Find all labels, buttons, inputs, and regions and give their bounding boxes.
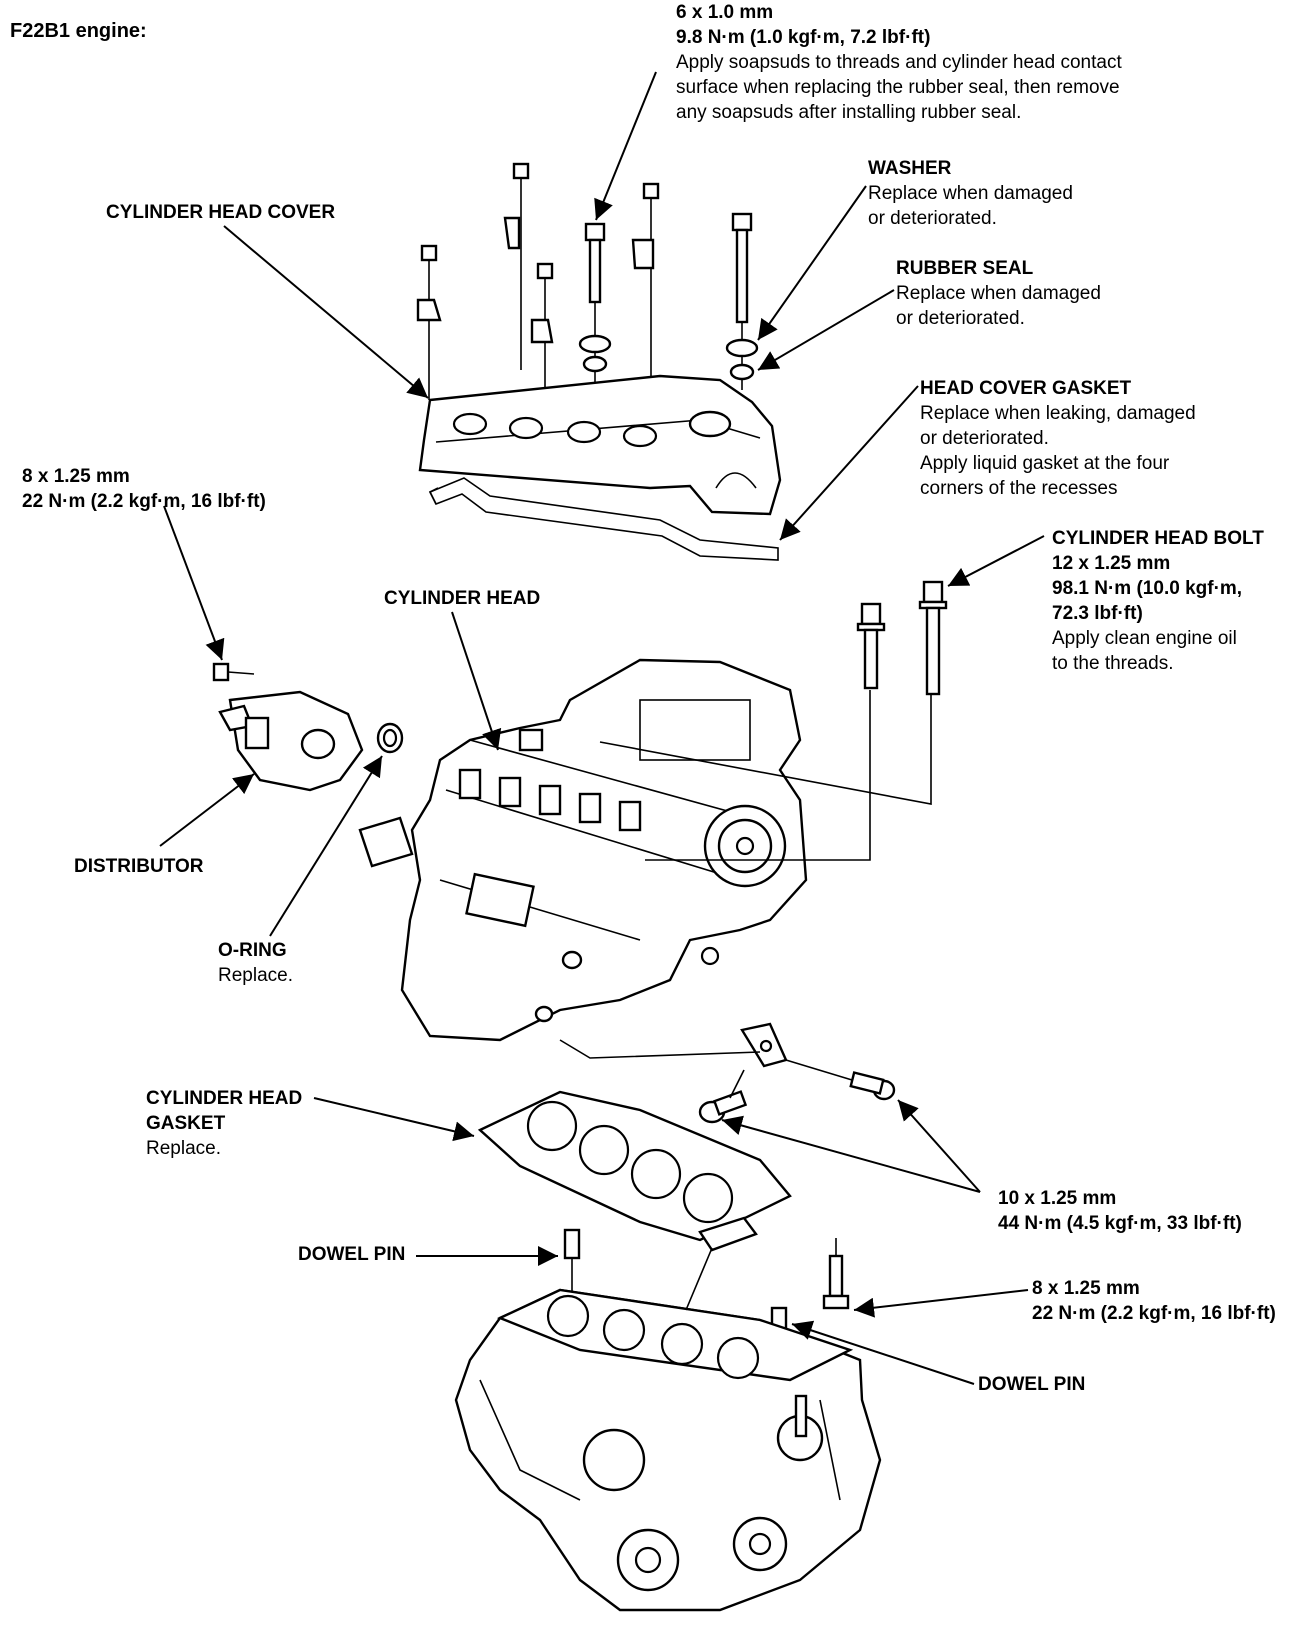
rubber-seal-note-2: or deteriorated. — [896, 308, 1025, 329]
bracket-and-bolts — [559, 1022, 896, 1124]
distributor-label: DISTRIBUTOR — [74, 854, 203, 879]
head-cover-gasket-note-3: Apply liquid gasket at the four — [920, 453, 1170, 474]
cover-bolt-note-2: surface when replacing the rubber seal, … — [676, 77, 1120, 98]
cylinder-head-gasket-name-2: GASKET — [146, 1113, 226, 1134]
washer-note-1: Replace when damaged — [868, 183, 1073, 204]
cover-bolt-torque: 9.8 N·m (1.0 kgf·m, 7.2 lbf·ft) — [676, 27, 931, 48]
block-bolt-size: 8 x 1.25 mm — [1032, 1278, 1140, 1299]
dowel-pin-right-name: DOWEL PIN — [978, 1374, 1086, 1395]
cylinder-head-bolts — [856, 580, 948, 696]
cylinder-head-gasket-note: Replace. — [146, 1138, 221, 1159]
cover-bolt-2 — [512, 162, 530, 370]
cylinder-head-name: CYLINDER HEAD — [384, 588, 541, 609]
cylinder-head-cover — [418, 374, 782, 516]
rubber-seal-label: RUBBER SEAL Replace when damaged or dete… — [896, 256, 1101, 331]
distributor-name: DISTRIBUTOR — [74, 856, 204, 877]
cylinder-head — [358, 658, 932, 1042]
cam-pulley — [703, 804, 787, 888]
cylinder-head-bolt-spec-1: 12 x 1.25 mm — [1052, 553, 1171, 574]
cylinder-head-bolt-label: CYLINDER HEAD BOLT 12 x 1.25 mm 98.1 N·m… — [1052, 526, 1264, 676]
cover-bolt-note-3: any soapsuds after installing rubber sea… — [676, 102, 1022, 123]
dowel-pin-left-name: DOWEL PIN — [298, 1244, 406, 1265]
cover-bolts — [416, 162, 759, 456]
crank-pulley — [616, 1516, 788, 1592]
distributor-bolt-size: 8 x 1.25 mm — [22, 466, 130, 487]
cover-bolt-note-1: Apply soapsuds to threads and cylinder h… — [676, 52, 1122, 73]
cover-bolt-size: 6 x 1.0 mm — [676, 2, 774, 23]
cylinder-head-bolt-spec-2: 98.1 N·m (10.0 kgf·m, — [1052, 578, 1243, 599]
bracket-bolts-size: 10 x 1.25 mm — [998, 1188, 1117, 1209]
cylinder-head-bolt-note-2: to the threads. — [1052, 653, 1174, 674]
leader-lines — [159, 71, 1045, 1385]
head-cover-gasket-name: HEAD COVER GASKET — [920, 378, 1132, 399]
cover-bolt-long-2 — [725, 212, 759, 390]
block-bolt-torque: 22 N·m (2.2 kgf·m, 16 lbf·ft) — [1032, 1303, 1276, 1324]
washer-label: WASHER Replace when damaged or deteriora… — [868, 156, 1073, 231]
cover-bolt-label: 6 x 1.0 mm 9.8 N·m (1.0 kgf·m, 7.2 lbf·f… — [676, 0, 1122, 125]
cover-bolt-1 — [420, 244, 438, 400]
distributor-assembly — [212, 662, 404, 792]
block-bolt — [822, 1238, 850, 1310]
cylinder-head-cover-name: CYLINDER HEAD COVER — [106, 202, 336, 223]
bracket-bolts-label: 10 x 1.25 mm 44 N·m (4.5 kgf·m, 33 lbf·f… — [998, 1186, 1242, 1236]
engine-block — [454, 1216, 882, 1612]
cylinder-head-gasket — [477, 1090, 792, 1242]
rubber-seal-note-1: Replace when damaged — [896, 283, 1101, 304]
cylinder-head-gasket-name-1: CYLINDER HEAD — [146, 1088, 303, 1109]
cylinder-head-gasket-label: CYLINDER HEAD GASKET Replace. — [146, 1086, 302, 1161]
head-cover-gasket-label: HEAD COVER GASKET Replace when leaking, … — [920, 376, 1196, 501]
dowel-pin-right-label: DOWEL PIN — [978, 1372, 1085, 1397]
o-ring-name: O-RING — [218, 940, 287, 961]
distributor-bolt-torque: 22 N·m (2.2 kgf·m, 16 lbf·ft) — [22, 491, 266, 512]
distributor-bolt-label: 8 x 1.25 mm 22 N·m (2.2 kgf·m, 16 lbf·ft… — [22, 464, 266, 514]
cylinder-head-bolt-note-1: Apply clean engine oil — [1052, 628, 1237, 649]
cylinder-head-bolt-spec-3: 72.3 lbf·ft) — [1052, 603, 1143, 624]
rubber-seal-name: RUBBER SEAL — [896, 258, 1034, 279]
head-cover-gasket — [428, 477, 779, 561]
head-cover-gasket-note-1: Replace when leaking, damaged — [920, 403, 1196, 424]
cylinder-head-bolt-name: CYLINDER HEAD BOLT — [1052, 528, 1264, 549]
cylinder-head-label: CYLINDER HEAD — [384, 586, 540, 611]
head-cover-gasket-note-4: corners of the recesses — [920, 478, 1118, 499]
washer-name: WASHER — [868, 158, 952, 179]
o-ring-note: Replace. — [218, 965, 293, 986]
o-ring-label: O-RING Replace. — [218, 938, 293, 988]
cover-bolt-4 — [642, 182, 660, 400]
camshaft-caps — [458, 728, 642, 832]
dowel-pin-left-label: DOWEL PIN — [298, 1242, 405, 1267]
washer-note-2: or deteriorated. — [868, 208, 997, 229]
bracket-bolts-torque: 44 N·m (4.5 kgf·m, 33 lbf·ft) — [998, 1213, 1242, 1234]
cylinder-head-cover-label: CYLINDER HEAD COVER — [106, 200, 335, 225]
block-bolt-label: 8 x 1.25 mm 22 N·m (2.2 kgf·m, 16 lbf·ft… — [1032, 1276, 1276, 1326]
engine-title: F22B1 engine: — [10, 20, 147, 42]
head-cover-gasket-note-2: or deteriorated. — [920, 428, 1049, 449]
